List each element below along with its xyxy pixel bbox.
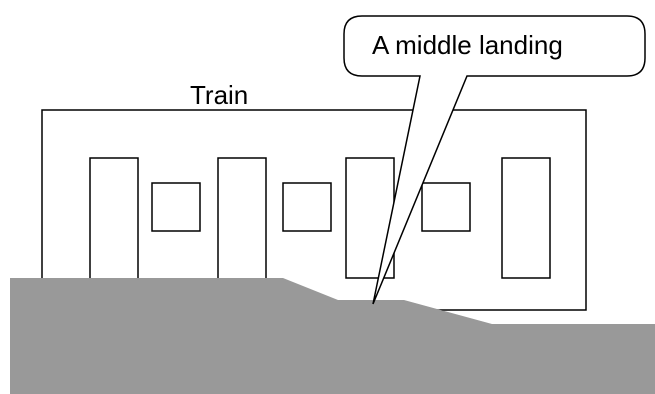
platform-ground — [10, 278, 655, 394]
callout-label: A middle landing — [372, 30, 563, 60]
train-window — [282, 182, 332, 232]
train-door — [501, 157, 551, 279]
train-window — [151, 182, 201, 232]
train-window — [421, 182, 471, 232]
train-label: Train — [190, 80, 248, 110]
callout-bubble — [343, 15, 646, 305]
